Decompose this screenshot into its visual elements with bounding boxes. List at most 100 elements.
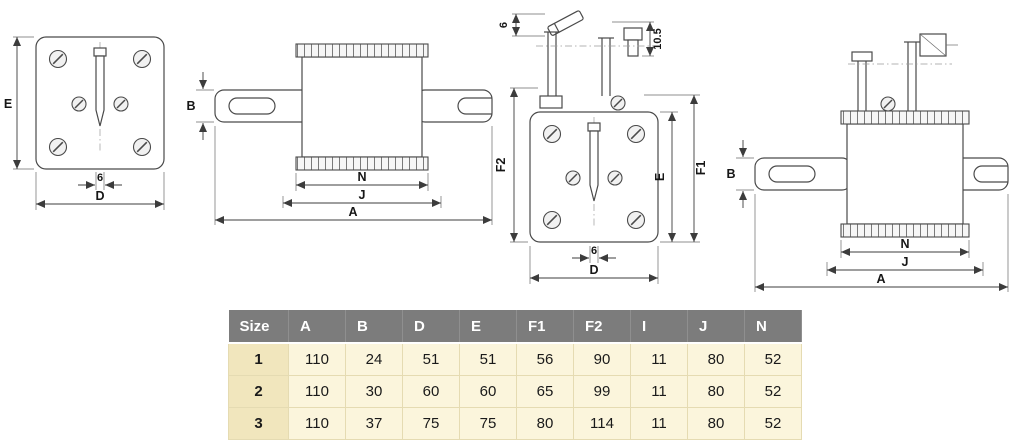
dimension-n: N (295, 170, 429, 191)
dim-label-e: E (4, 97, 12, 111)
fuse-side-view-with-indicator: B N J A (726, 33, 1009, 292)
table-cell: 30 (345, 374, 403, 408)
table-cell: 11 (630, 374, 688, 408)
dimension-e: E (4, 36, 34, 170)
dim-label-j: J (902, 255, 909, 269)
screw (880, 96, 896, 112)
dimension-e: E (653, 111, 700, 243)
dim-label-n: N (357, 170, 366, 184)
dim-label-6-bottom: 6 (591, 245, 597, 257)
table-cell: 80 (516, 406, 574, 440)
table-header-row: Size A B D E F1 F2 I J N (228, 310, 802, 344)
screw (113, 96, 129, 112)
screw (71, 96, 87, 112)
clip (851, 51, 873, 62)
dimension-table: Size A B D E F1 F2 I J N 1 110 24 51 51 … (228, 310, 802, 440)
table-row: 3 110 37 75 75 80 114 11 80 52 (228, 406, 802, 440)
dimension-j: J (826, 255, 984, 276)
table-cell: 80 (687, 374, 745, 408)
column-header-a: A (288, 310, 346, 344)
dimension-a: A (754, 194, 1009, 292)
column-header-f1: F1 (516, 310, 574, 344)
column-header-e: E (459, 310, 517, 344)
blade-cap (93, 47, 107, 57)
table-row: 1 110 24 51 51 56 90 11 80 52 (228, 342, 802, 376)
screw (132, 137, 152, 157)
table-cell: 11 (630, 342, 688, 376)
table-cell: 99 (573, 374, 631, 408)
table-cell: 114 (573, 406, 631, 440)
fuse-front-view-with-indicator: 6 10.5 F2 E F (494, 10, 708, 284)
table-cell: 110 (288, 342, 346, 376)
striker-assembly (536, 10, 660, 111)
dim-label-f1: F1 (694, 161, 708, 176)
column-header-d: D (402, 310, 460, 344)
dim-label-6: 6 (97, 172, 103, 184)
dim-label-j: J (359, 188, 366, 202)
screw (610, 95, 626, 111)
screw (626, 124, 646, 144)
dimension-striker-height: 6 (498, 13, 545, 37)
indicator-assembly (848, 33, 958, 112)
dimension-f1: F1 (644, 94, 708, 242)
notch (457, 97, 492, 115)
table-cell: 80 (687, 342, 745, 376)
size-cell: 1 (228, 342, 289, 376)
dimension-a: A (214, 126, 493, 225)
screw (626, 210, 646, 230)
screw (132, 49, 152, 69)
table-cell: 24 (345, 342, 403, 376)
dim-label-a: A (348, 205, 357, 219)
dimension-b: B (726, 140, 754, 208)
technical-drawings: E 6 D (4, 10, 1009, 292)
screw (565, 170, 581, 186)
fuse-body (840, 110, 970, 238)
fuse-body (529, 111, 659, 243)
blade (95, 55, 105, 127)
table-cell: 75 (402, 406, 460, 440)
screw (542, 210, 562, 230)
table-cell: 51 (402, 342, 460, 376)
dimension-blade-thickness: 6 (78, 172, 122, 190)
fuse-side-view: B N J A (186, 43, 493, 225)
table-cell: 110 (288, 374, 346, 408)
bracket-foot (539, 95, 563, 109)
table-cell: 11 (630, 406, 688, 440)
dimension-d: D (529, 246, 659, 284)
table-cell: 51 (459, 342, 517, 376)
table-cell: 52 (744, 406, 802, 440)
table-cell: 60 (459, 374, 517, 408)
table-cell: 60 (402, 374, 460, 408)
dim-label-b: B (186, 99, 195, 113)
column-header-j: J (687, 310, 745, 344)
slot (768, 165, 816, 183)
dim-label-n: N (900, 237, 909, 251)
dimension-d: D (35, 172, 165, 210)
dim-label-d: D (95, 189, 104, 203)
column-header-b: B (345, 310, 403, 344)
blade-cap (587, 122, 601, 132)
dimension-10-5: 10.5 (612, 21, 664, 57)
screw (48, 49, 68, 69)
column-header-i: I (630, 310, 688, 344)
screw (607, 170, 623, 186)
clamp-leg (627, 39, 639, 57)
dimension-n: N (840, 237, 970, 258)
fuse-body (295, 43, 429, 171)
dim-label-6-top: 6 (498, 22, 510, 28)
table-cell: 110 (288, 406, 346, 440)
table-cell: 90 (573, 342, 631, 376)
size-cell: 3 (228, 406, 289, 440)
column-header-n: N (744, 310, 802, 344)
dimension-blade-thickness: 6 (572, 245, 616, 263)
dim-label-f2: F2 (494, 158, 508, 173)
dim-label-10-5: 10.5 (652, 28, 664, 49)
column-header-size: Size (228, 310, 289, 344)
table-cell: 37 (345, 406, 403, 440)
blade-tabs (214, 89, 493, 123)
dim-label-a: A (876, 272, 885, 286)
blade (589, 130, 599, 202)
notch (973, 165, 1008, 183)
table-cell: 52 (744, 374, 802, 408)
